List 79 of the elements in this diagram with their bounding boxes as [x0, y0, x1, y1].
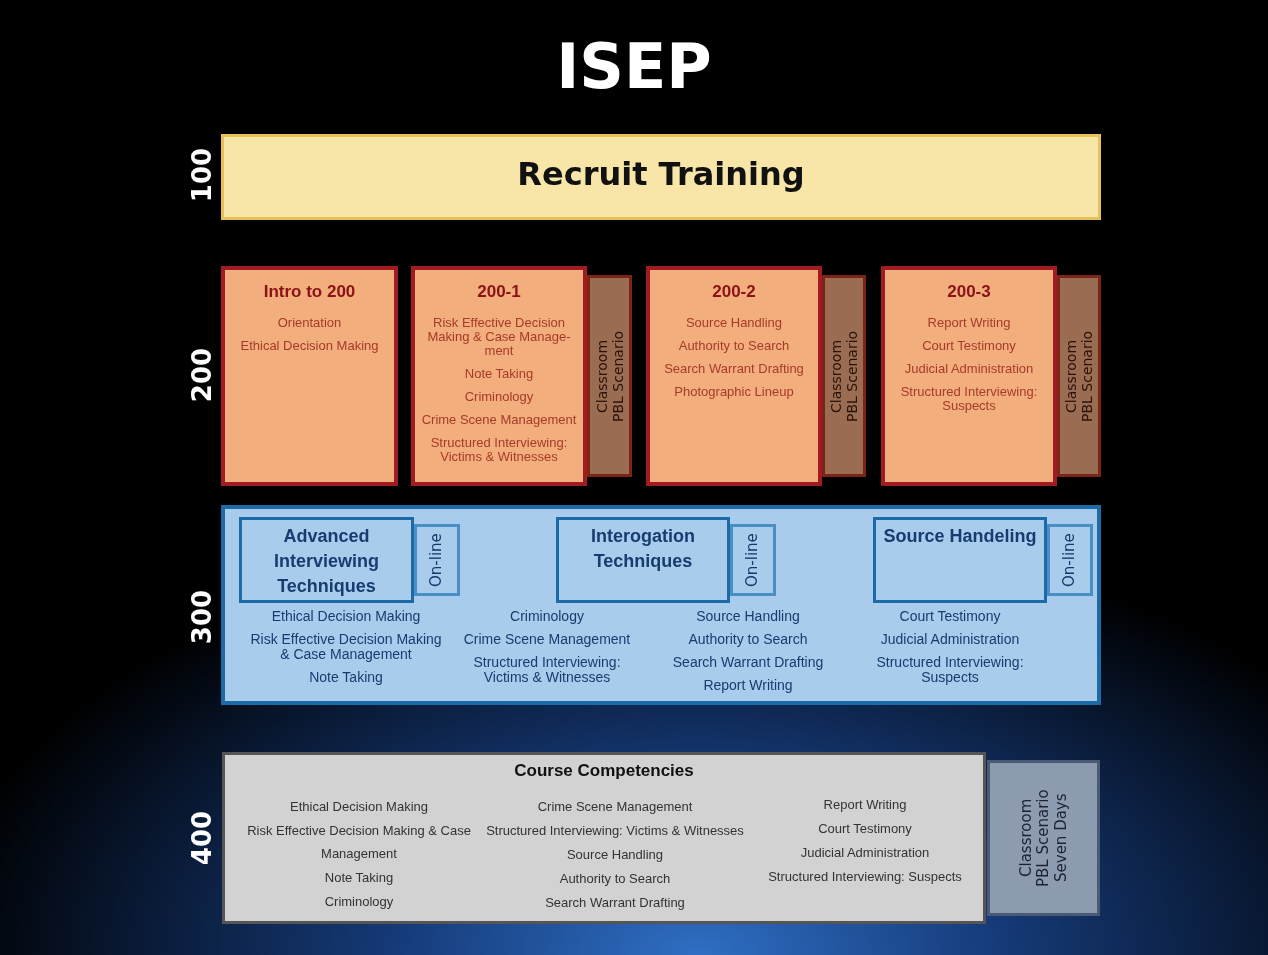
topic-text: Note Taking — [308, 670, 384, 685]
topic-text: Structured Interviewing: Suspects — [875, 655, 1025, 685]
course-box — [556, 517, 730, 603]
tab-label: Classroom PBL Scenario — [827, 329, 861, 424]
side-tab — [414, 524, 460, 596]
level-band — [221, 134, 1101, 220]
level-number: 400 — [187, 810, 217, 866]
topic-text: Court Testimony — [817, 820, 913, 838]
tab-label: Classroom PBL Scenario Seven Days — [1017, 788, 1070, 889]
topic-text: Report Writing — [702, 678, 794, 693]
topic-text: Court Testimony — [898, 609, 1002, 624]
topic-text: Crime Scene Management — [536, 798, 694, 816]
course-box — [239, 517, 414, 603]
topic-text: Crime Scene Management — [421, 413, 577, 427]
topic-text: Search Warrant Drafting — [671, 655, 825, 670]
topic-text: Structured Interviewing: Victims & Witnesses — [472, 655, 622, 685]
course-title: Source Handeling — [882, 525, 1038, 548]
topic-text: Structured Interviewing: Suspects — [767, 868, 963, 886]
topic-text: Note Taking — [463, 367, 535, 381]
level-number: 100 — [187, 147, 217, 203]
topic-text: Search Warrant Drafting — [544, 894, 686, 912]
topic-text: Ethical Decision Making — [239, 339, 380, 353]
topic-text: Risk Effective Decision Making & Case Management — [246, 822, 472, 863]
course-title: Interogation Techniques — [590, 525, 696, 573]
tab-label: On-line — [428, 532, 446, 589]
topic-text: Ethical Decision Making — [270, 609, 422, 624]
topic-text: Judicial Administration — [799, 844, 931, 862]
course-card — [646, 266, 822, 486]
topic-text: Authority to Search — [558, 870, 672, 888]
band-title: Recruit Training — [516, 155, 806, 193]
topic-text: Structured Interviewing: Victims & Witnesses — [429, 436, 569, 464]
card-title: 200-1 — [476, 282, 522, 302]
level-number: 200 — [187, 347, 217, 403]
topic-text: Photographic Lineup — [673, 385, 795, 399]
side-tab — [822, 275, 866, 477]
topic-text: Crime Scene Management — [462, 632, 632, 647]
topic-text: Judicial Administration — [879, 632, 1021, 647]
side-tab — [730, 524, 776, 596]
topic-text: Ethical Decision Making — [289, 798, 429, 816]
card-title: 200-3 — [946, 282, 992, 302]
topic-text: Criminology — [463, 390, 535, 404]
topic-text: Source Handling — [695, 609, 801, 624]
course-title: Advanced Interviewing Techniques — [273, 525, 380, 598]
side-tab — [987, 760, 1100, 916]
topic-text: Orientation — [276, 316, 343, 330]
topic-text: Note Taking — [323, 869, 395, 887]
card-title: Intro to 200 — [262, 282, 357, 302]
course-card — [221, 266, 398, 486]
level-panel — [221, 505, 1101, 705]
tab-label: Classroom PBL Scenario — [593, 329, 626, 424]
course-card — [881, 266, 1057, 486]
topic-text: Criminology — [509, 609, 585, 624]
tab-label: On-line — [1061, 532, 1079, 589]
side-tab — [1057, 275, 1101, 477]
topic-text: Judicial Administration — [903, 362, 1035, 376]
side-tab — [587, 275, 632, 477]
tab-label: On-line — [744, 532, 762, 589]
topic-text: Source Handling — [684, 316, 784, 330]
topic-text: Search Warrant Drafting — [663, 362, 805, 376]
tab-label: Classroom PBL Scenario — [1062, 329, 1096, 424]
topic-text: Criminology — [323, 893, 395, 911]
topic-text: Authority to Search — [677, 339, 791, 353]
level-number: 300 — [187, 589, 217, 645]
topic-text: Court Testimony — [921, 339, 1017, 353]
topic-text: Risk Effective Decision Making & Case Manage- ment — [426, 316, 572, 358]
topic-text: Structured Interviewing: Suspects — [899, 385, 1039, 413]
topic-text: Report Writing — [822, 796, 908, 814]
page-title: ISEP — [555, 30, 713, 103]
topic-text: Structured Interviewing: Victims & Witnesses — [485, 822, 745, 840]
side-tab — [1047, 524, 1093, 596]
level-panel — [222, 752, 986, 924]
card-title: 200-2 — [711, 282, 757, 302]
course-box — [873, 517, 1047, 603]
topic-text: Report Writing — [926, 316, 1012, 330]
panel-title: Course Competencies — [513, 761, 695, 781]
topic-text: Authority to Search — [687, 632, 809, 647]
course-card — [411, 266, 587, 486]
topic-text: Source Handling — [565, 846, 665, 864]
topic-text: Risk Effective Decision Making & Case Management — [249, 632, 443, 662]
